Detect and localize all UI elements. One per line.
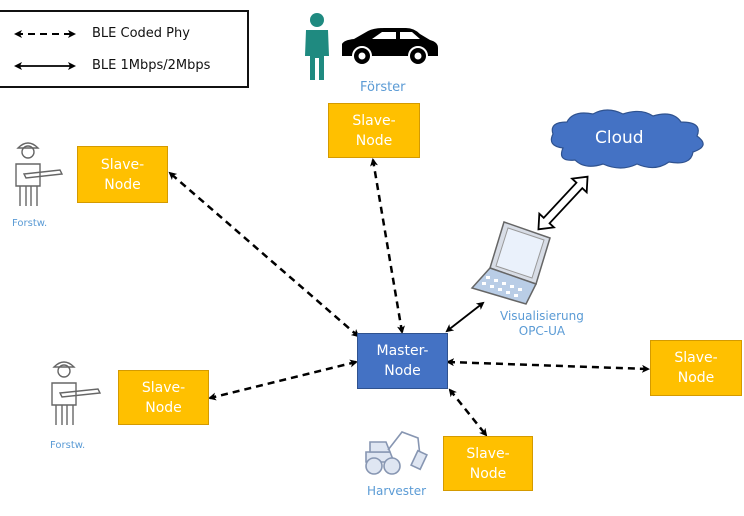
- slave-node-right[interactable]: Slave- Node: [650, 340, 742, 396]
- forestry-worker-chainsaw-icon: [51, 361, 102, 425]
- label-forstw-bottom: Forstw.: [50, 440, 86, 451]
- link-master-forstw-top: [168, 171, 360, 338]
- car-icon: [342, 28, 438, 66]
- link-laptop-cloud: [537, 175, 589, 231]
- cloud-label: Cloud: [595, 128, 644, 148]
- link-master-laptop: [445, 301, 485, 333]
- link-master-forstw-bottom: [208, 359, 358, 401]
- label-harvester: Harvester: [367, 484, 427, 498]
- slave-node-forstw-top[interactable]: Slave- Node: [77, 146, 168, 203]
- label-forstw-top: Forstw.: [12, 218, 48, 229]
- link-master-right: [446, 358, 650, 373]
- legend: BLE Coded Phy BLE 1Mbps/2Mbps: [0, 10, 249, 88]
- master-node[interactable]: Master- Node: [357, 333, 448, 389]
- legend-label: BLE 1Mbps/2Mbps: [92, 58, 211, 73]
- legend-item-coded-phy: BLE Coded Phy: [10, 26, 190, 41]
- link-master-harvester: [448, 388, 488, 437]
- dashed-double-arrow-icon: [14, 29, 76, 38]
- harvester-machine-icon: [365, 431, 428, 475]
- label-foerster: Förster: [360, 80, 406, 95]
- label-visualisierung: Visualisierung OPC-UA: [500, 309, 584, 338]
- legend-item-1m2m: BLE 1Mbps/2Mbps: [10, 58, 210, 73]
- person-icon: [305, 13, 329, 80]
- forestry-worker-chainsaw-icon: [15, 142, 64, 206]
- slave-node-forstw-bottom[interactable]: Slave- Node: [118, 370, 209, 425]
- laptop-icon: [470, 221, 551, 305]
- slave-node-harvester[interactable]: Slave- Node: [443, 436, 533, 491]
- cloud-icon: [550, 109, 704, 169]
- link-master-foerster: [370, 158, 405, 334]
- solid-double-arrow-icon: [14, 61, 76, 70]
- legend-label: BLE Coded Phy: [92, 26, 190, 41]
- slave-node-foerster[interactable]: Slave- Node: [328, 103, 420, 158]
